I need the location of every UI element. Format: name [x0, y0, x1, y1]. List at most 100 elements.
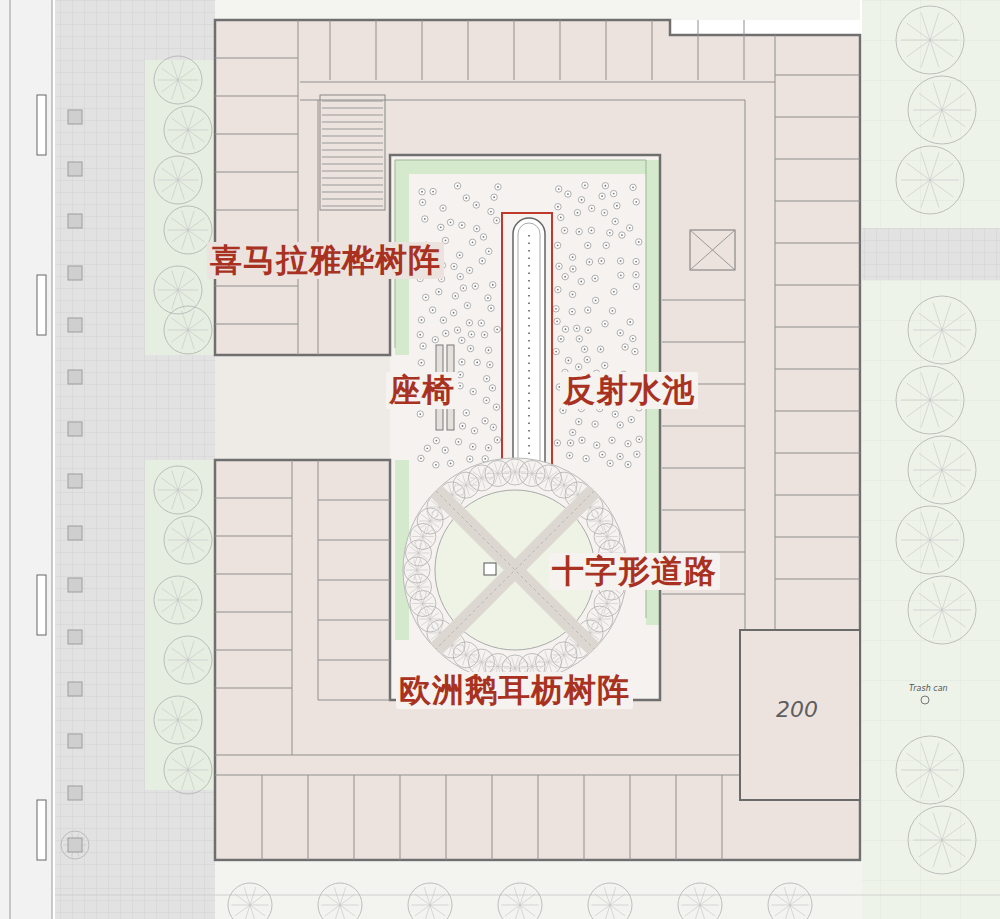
birch-trunk	[556, 320, 558, 322]
birch-tree	[464, 302, 470, 308]
tree-branch	[930, 163, 953, 180]
room-wall	[215, 536, 292, 537]
tree-branch	[161, 720, 178, 732]
birch-trunk	[568, 360, 570, 362]
tree-branch	[537, 477, 548, 478]
birch-trunk	[450, 221, 452, 223]
tree-branch	[182, 311, 188, 330]
birch-tree	[592, 421, 598, 427]
tree-branch	[182, 330, 188, 349]
birch-trunk	[601, 260, 603, 262]
birch-trunk	[419, 334, 421, 336]
tree-symbol	[588, 883, 632, 919]
birch-tree	[417, 411, 423, 417]
birch-tree	[486, 248, 492, 254]
birch-canopy	[611, 289, 617, 295]
birch-canopy	[553, 306, 559, 312]
birch-canopy	[574, 209, 580, 215]
birch-tree	[473, 202, 479, 208]
room-wall	[292, 460, 293, 755]
birch-canopy	[490, 282, 496, 288]
tree-branch	[942, 610, 965, 627]
birch-trunk	[586, 359, 588, 361]
birch-trunk	[490, 211, 492, 213]
birch-canopy	[459, 359, 465, 365]
birch-trunk	[461, 361, 463, 363]
tree-branch	[604, 526, 607, 537]
birch-tree	[447, 460, 453, 466]
birch-canopy	[598, 258, 604, 264]
tree-canopy	[61, 831, 89, 859]
tree-symbol	[896, 146, 964, 214]
birch-tree	[418, 455, 424, 461]
birch-trunk	[580, 281, 582, 283]
birch-trunk	[635, 201, 637, 203]
birch-tree	[554, 242, 560, 248]
birch-tree	[452, 293, 458, 299]
tree-branch	[430, 905, 449, 906]
tree-branch	[421, 521, 430, 527]
tree-branch	[930, 770, 939, 797]
birch-tree	[470, 388, 476, 394]
birch-canopy	[419, 189, 425, 195]
birch-trunk	[462, 425, 464, 427]
tree-canopy	[896, 6, 964, 74]
tree-branch	[590, 626, 599, 632]
birch-tree	[612, 411, 618, 417]
tree-branch	[600, 515, 609, 521]
birch-canopy	[592, 421, 598, 427]
tree-branch	[930, 540, 939, 567]
tree-branch	[933, 813, 942, 840]
tree-branch	[430, 887, 436, 905]
birch-tree	[578, 278, 584, 284]
birch-tree	[607, 460, 613, 466]
birch-tree	[612, 218, 618, 224]
tree-branch	[418, 587, 421, 598]
birch-canopy	[456, 252, 462, 258]
birch-canopy	[617, 258, 623, 264]
tree-branch	[930, 770, 959, 771]
birch-trunk	[474, 285, 476, 287]
tree-branch	[188, 660, 208, 661]
room-wall	[318, 460, 319, 700]
tree-branch	[901, 40, 930, 41]
birch-trunk	[629, 227, 631, 229]
tree-branch	[172, 720, 178, 739]
tree-branch	[188, 770, 205, 782]
birch-trunk	[440, 226, 442, 228]
birch-canopy	[433, 462, 439, 468]
birch-trunk	[619, 424, 621, 426]
tree-branch	[933, 83, 942, 110]
birch-trunk	[632, 186, 634, 188]
tree-canopy	[896, 146, 964, 214]
tree-branch	[598, 536, 607, 542]
birch-canopy	[485, 295, 491, 301]
tree-symbol	[768, 883, 812, 919]
birch-canopy	[494, 437, 500, 443]
tree-branch	[700, 905, 719, 906]
tree-symbol	[405, 540, 431, 566]
tree-branch	[532, 473, 543, 474]
tree-branch	[489, 473, 498, 479]
tree-branch	[514, 887, 520, 905]
tree-branch	[415, 905, 430, 916]
birch-trunk	[496, 329, 498, 331]
courtyard-floor	[390, 155, 660, 700]
birch-tree	[463, 195, 469, 201]
tree-branch	[532, 660, 541, 666]
tree-branch	[487, 666, 498, 667]
birch-canopy	[622, 344, 628, 350]
birch-tree	[565, 191, 571, 197]
birch-canopy	[569, 308, 575, 314]
tree-branch	[407, 587, 418, 588]
tree-branch	[610, 894, 625, 905]
tree-branch	[168, 770, 188, 771]
tree-branch	[178, 471, 184, 490]
room-wall	[662, 510, 745, 511]
tree-branch	[942, 303, 951, 330]
tree-branch	[473, 478, 482, 484]
birch-canopy	[565, 191, 571, 197]
birch-canopy	[485, 347, 491, 353]
birch-canopy	[466, 267, 472, 273]
birch-canopy	[418, 317, 424, 323]
